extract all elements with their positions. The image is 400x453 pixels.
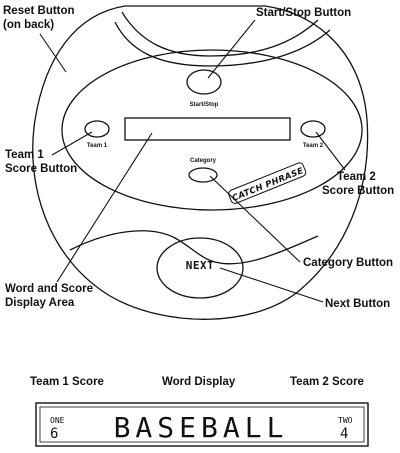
team2-callout-line1: Team 2 [337,171,376,183]
callout-labels: Reset Button (on back) Start/Stop Button… [3,5,394,310]
grip-band-bottom [69,230,319,265]
word-display-heading: Word Display [162,376,236,388]
brand-text: CATCH PHRASE [231,166,305,204]
start-stop-leader [207,19,256,79]
lcd-team1-score: 6 [50,426,58,442]
team1-score-button[interactable] [84,120,110,138]
start-stop-button[interactable] [186,69,222,95]
team1-callout-line2: Score Button [5,163,77,175]
next-device-label: NEXT [186,259,215,272]
team1-callout-line1: Team 1 [5,149,44,161]
face-panel [61,49,363,211]
display-area-callout-line1: Word and Score [5,283,93,295]
team2-callout-line2: Score Button [322,185,394,197]
display-section: Team 1 Score Word Display Team 2 Score O… [30,376,369,447]
device-outline [32,5,369,320]
lcd-team2-score: 4 [340,426,348,442]
lcd-team2-label: TWO [338,416,353,425]
team2-device-label: Team 2 [303,143,324,149]
reset-callout-line2: (on back) [3,19,54,31]
brand-logo: CATCH PHRASE [228,162,307,204]
grip-band-top [114,21,331,67]
next-callout: Next Button [325,298,390,310]
next-leader [219,267,324,303]
team1-leader [51,131,93,156]
team2-score-heading: Team 2 Score [290,376,364,388]
team2-leader [315,131,346,171]
team2-score-button[interactable] [300,120,326,138]
display-area-callout-line2: Display Area [5,297,75,309]
category-device-label: Category [190,158,217,164]
category-button[interactable] [188,167,218,183]
reset-callout-line1: Reset Button [3,5,75,17]
lcd-frame [35,402,369,447]
category-callout: Category Button [303,257,393,269]
display-area-leader [56,132,153,283]
leader-lines [39,19,346,303]
start-stop-device-label: Start/Stop [190,102,219,108]
device-body: Start/Stop Team 1 Team 2 Category CATCH … [32,5,369,320]
lcd-inner-frame [39,406,365,443]
start-stop-callout: Start/Stop Button [256,7,351,19]
reset-leader [39,33,67,73]
category-leader [209,175,301,263]
lcd-team1-label: ONE [50,416,65,425]
team1-device-label: Team 1 [87,143,108,149]
display-window [124,117,291,141]
next-button[interactable] [156,237,244,299]
lcd-word: BASEBALL [114,411,289,444]
grip-band-top-inner [121,11,319,57]
team1-score-heading: Team 1 Score [30,376,104,388]
